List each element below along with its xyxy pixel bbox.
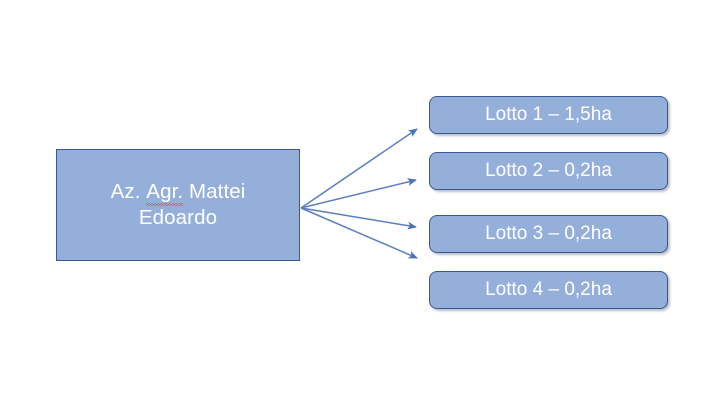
spellcheck-underline-agr: Agr. (146, 179, 183, 207)
node-root-label-prefix: Az. (110, 179, 147, 203)
node-lotto-4[interactable]: Lotto 4 – 0,2ha (429, 271, 668, 309)
node-lotto-2[interactable]: Lotto 2 – 0,2ha (429, 152, 668, 190)
node-root-label-suffix: Mattei (183, 179, 246, 203)
arrow-to-lotto-4 (300, 207, 418, 259)
node-lotto-3-label: Lotto 3 – 0,2ha (485, 223, 612, 244)
arrow-to-lotto-1 (300, 128, 418, 209)
node-lotto-1[interactable]: Lotto 1 – 1,5ha (429, 96, 668, 134)
node-lotto-2-label: Lotto 2 – 0,2ha (485, 160, 612, 181)
arrow-to-lotto-2 (300, 178, 417, 209)
node-lotto-4-label: Lotto 4 – 0,2ha (485, 279, 612, 300)
arrow-to-lotto-3 (300, 207, 417, 230)
node-lotto-3[interactable]: Lotto 3 – 0,2ha (429, 215, 668, 253)
node-root-label-line2: Edoardo (138, 206, 218, 229)
node-lotto-1-label: Lotto 1 – 1,5ha (485, 104, 612, 125)
